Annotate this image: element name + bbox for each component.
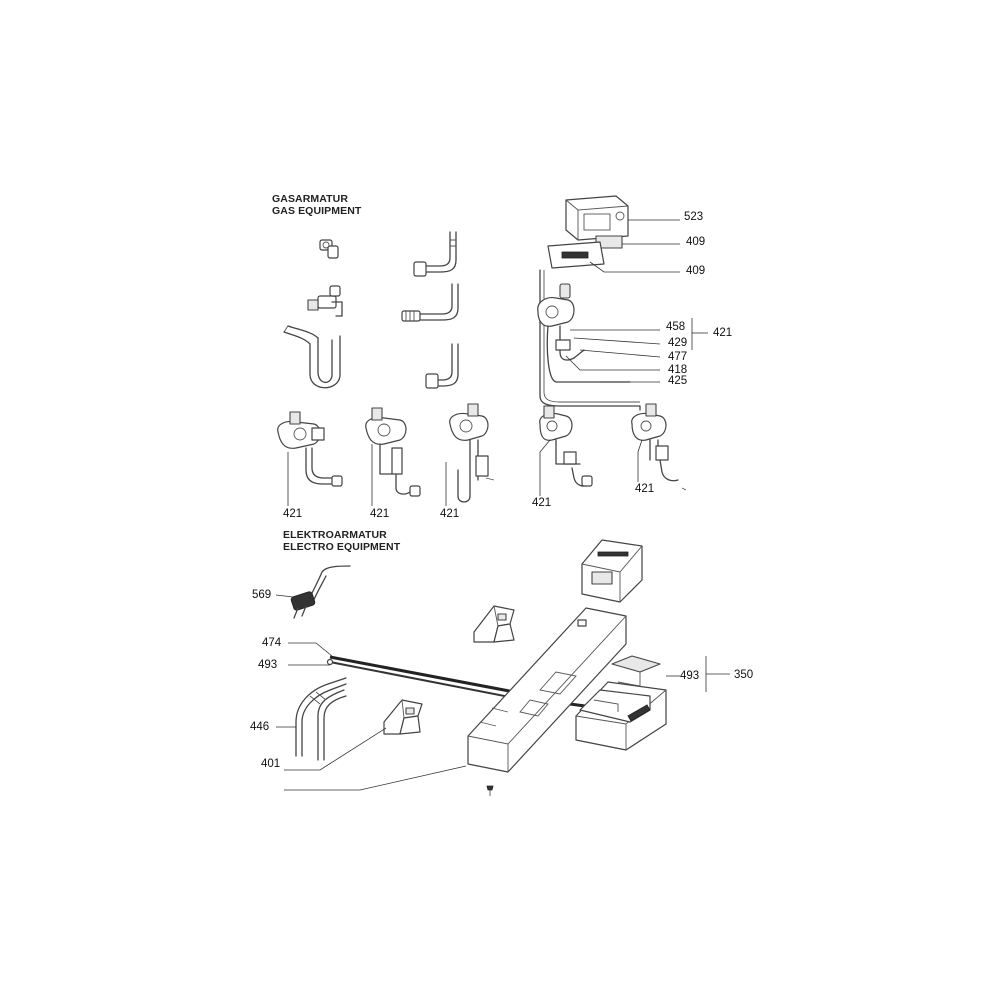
callout-409-upper: 409 [686, 236, 706, 248]
l-pipe-part-2 [401, 283, 459, 322]
valve-variant-2 [365, 407, 421, 497]
callout-425: 425 [668, 375, 688, 387]
callout-421-d: 421 [532, 497, 552, 509]
valve-variant-1 [277, 411, 343, 487]
l-pipe-part-1 [413, 231, 457, 277]
control-unit-part [575, 655, 667, 751]
connector-box-part [581, 539, 643, 603]
callout-446: 446 [250, 721, 270, 733]
callout-493-left: 493 [258, 659, 278, 671]
callout-523: 523 [684, 211, 704, 223]
mounting-bracket-part-1 [383, 699, 423, 735]
callout-477: 477 [668, 351, 688, 363]
gas-equipment-heading-en: GAS EQUIPMENT [272, 205, 362, 217]
valve-variant-4 [539, 405, 593, 487]
callout-474: 474 [262, 637, 282, 649]
gas-equipment-heading-de: GASARMATUR [272, 193, 349, 205]
callout-350: 350 [734, 669, 754, 681]
valve-variant-5 [631, 403, 687, 491]
electro-equipment-heading-en: ELECTRO EQUIPMENT [283, 541, 401, 553]
power-cord-part [290, 565, 351, 619]
l-pipe-part-3 [425, 343, 459, 389]
control-box-part [547, 195, 629, 269]
tee-fitting-part [319, 239, 339, 259]
callout-569: 569 [252, 589, 272, 601]
wiring-harness-part [295, 677, 347, 761]
callout-421-c: 421 [440, 508, 460, 520]
callout-409-lower: 409 [686, 265, 706, 277]
callout-421-e: 421 [635, 483, 655, 495]
callout-429: 429 [668, 337, 688, 349]
callout-458: 458 [666, 321, 686, 333]
callout-421-b: 421 [370, 508, 390, 520]
callout-493-right: 493 [680, 670, 700, 682]
callout-418: 418 [668, 364, 688, 376]
main-gas-valve-part [537, 283, 631, 383]
mounting-bracket-part-2 [473, 605, 515, 643]
callout-401: 401 [261, 758, 281, 770]
callout-421-group: 421 [713, 327, 733, 339]
electro-equipment-heading-de: ELEKTROARMATUR [283, 529, 387, 541]
bent-pipe-part [283, 325, 341, 389]
elbow-fitting-part [307, 285, 343, 317]
leader-lines [275, 219, 730, 791]
electronics-housing-part [467, 607, 627, 796]
callout-421-a: 421 [283, 508, 303, 520]
housing-frame-part [539, 269, 641, 411]
valve-variant-3 [449, 403, 495, 503]
